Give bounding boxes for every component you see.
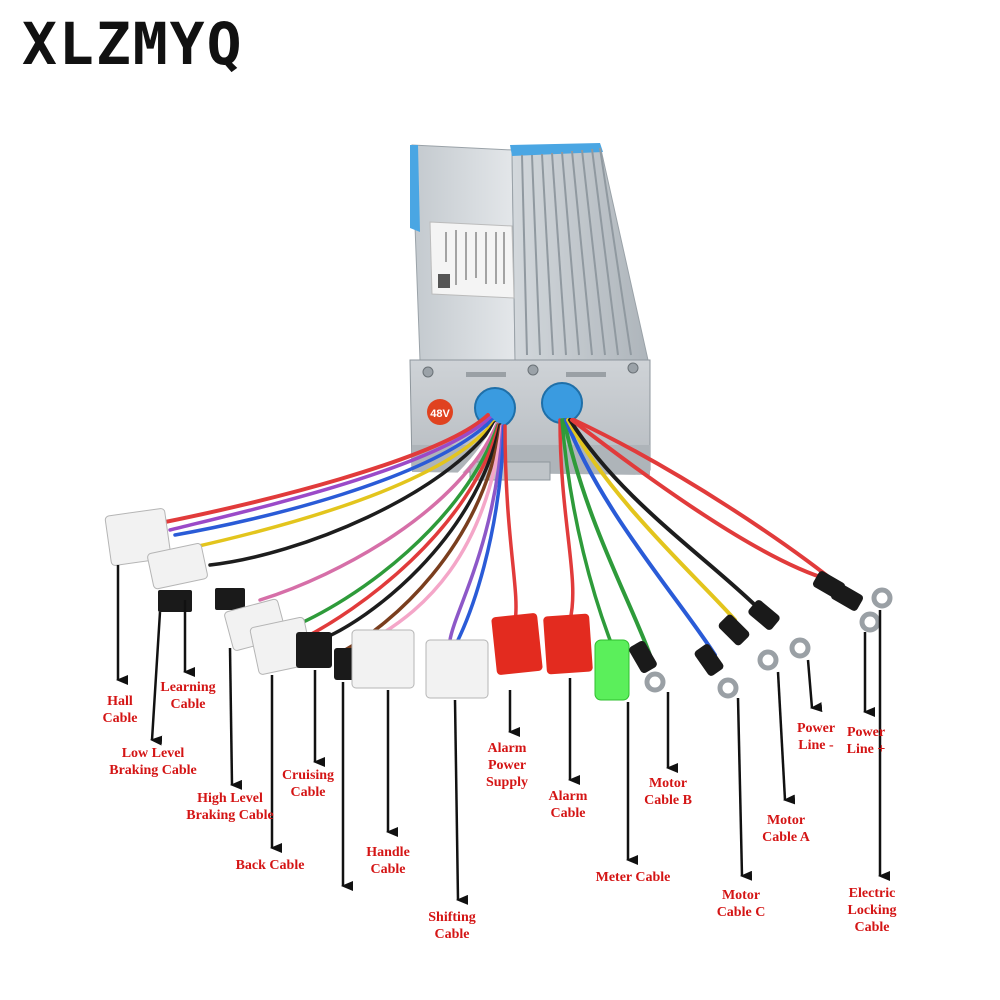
learning-connector bbox=[147, 543, 208, 590]
brand-logo: XLZMYQ bbox=[22, 10, 244, 78]
arrow-shifting bbox=[453, 699, 469, 905]
wire-bundle bbox=[163, 413, 847, 657]
alarm-power-connector bbox=[491, 613, 543, 675]
hall-connector bbox=[104, 508, 172, 566]
svg-text:48V: 48V bbox=[430, 408, 450, 420]
handle-connector bbox=[351, 629, 415, 689]
locking-terminal bbox=[830, 583, 864, 611]
label-back-cable: Back Cable bbox=[235, 858, 305, 873]
voltage-badge: 48V bbox=[427, 399, 453, 425]
arrow-power-minus bbox=[806, 659, 823, 713]
callout-arrows bbox=[116, 565, 890, 905]
motor-b-terminal bbox=[629, 640, 657, 674]
controller-housing: 48V bbox=[409, 143, 651, 481]
heat-sink-fins bbox=[521, 147, 632, 356]
meter-connector bbox=[594, 639, 630, 701]
motor-c-terminal bbox=[694, 644, 724, 676]
right-cable-gland bbox=[541, 382, 583, 424]
motor-a-terminal bbox=[718, 614, 750, 646]
power-minus-terminal bbox=[748, 600, 780, 630]
alarm-connector bbox=[543, 613, 593, 675]
arrow-motor-a bbox=[776, 671, 796, 805]
label-meter-cable: Meter Cable bbox=[595, 870, 671, 885]
arrow-low-brake bbox=[150, 611, 163, 746]
cruise-connector bbox=[296, 632, 332, 668]
shifting-connector bbox=[425, 639, 489, 699]
connectors bbox=[104, 508, 893, 701]
arrow-motor-c bbox=[736, 697, 753, 881]
learning-plug bbox=[215, 588, 245, 610]
arrow-high-brake bbox=[228, 647, 243, 790]
spec-sticker bbox=[429, 221, 515, 299]
low-brake-connector bbox=[158, 590, 192, 612]
